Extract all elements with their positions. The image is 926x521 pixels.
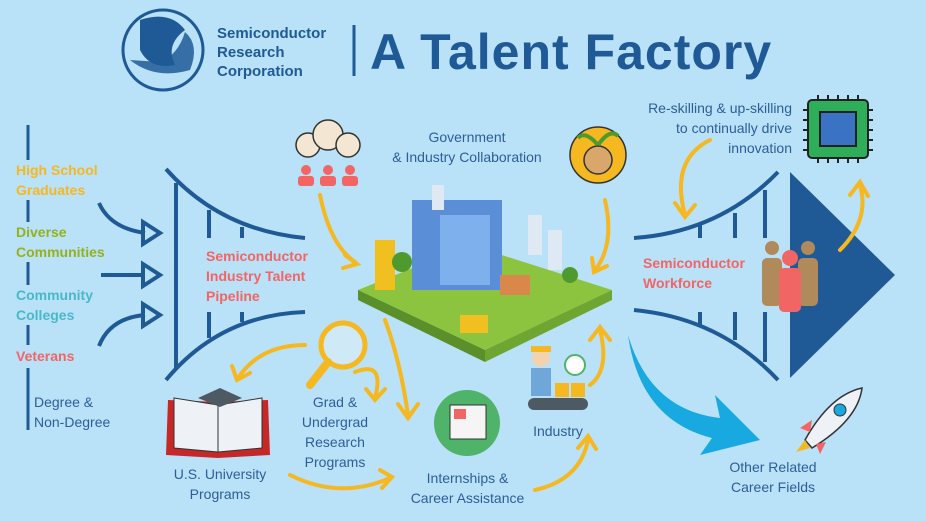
org-name-line: Semiconductor	[217, 25, 327, 42]
label-line: U.S. University	[173, 466, 267, 482]
label-line: Diverse	[16, 224, 67, 240]
government-collaboration-icon	[295, 119, 361, 186]
label-line: to continually drive	[676, 120, 792, 136]
label-line: Re-skilling & up-skilling	[648, 100, 792, 116]
label-line: Non-Degree	[34, 414, 111, 430]
flow-arrows	[230, 138, 870, 492]
open-book-graduation-icon	[166, 388, 270, 458]
label-line: Semiconductor	[643, 255, 745, 271]
label-line: Graduates	[16, 182, 86, 198]
label-line: High School	[16, 162, 98, 178]
workforce-funnel	[633, 170, 780, 382]
other-fields-arrow	[628, 335, 760, 455]
label-line: Career Assistance	[410, 490, 525, 506]
label-line: Community	[16, 287, 93, 303]
workforce-people-icon	[762, 241, 818, 312]
degree-note: Degree & Non-Degree	[34, 392, 110, 432]
chip-icon	[803, 95, 873, 163]
label-line: Communities	[16, 244, 105, 260]
label-line: Programs	[189, 486, 251, 502]
job-search-icon	[434, 390, 500, 456]
label-line: Workforce	[643, 275, 712, 291]
label-line: Grad &	[312, 394, 358, 410]
industry-worker-icon	[528, 346, 588, 410]
label-line: Industry Talent	[206, 268, 306, 284]
label-line: Research	[305, 434, 365, 450]
internships-label: Internships & Career Assistance	[400, 468, 535, 508]
org-name-line: Research	[217, 44, 285, 61]
label-line: innovation	[728, 140, 792, 156]
collaboration-label: Government & Industry Collaboration	[382, 127, 552, 167]
label-line: Colleges	[16, 307, 75, 323]
page-title: A Talent Factory	[370, 24, 773, 80]
input-arrows	[97, 202, 164, 347]
src-logo-icon	[121, 8, 205, 92]
label-line: Programs	[304, 454, 366, 470]
label-line: Government	[428, 129, 506, 145]
factory-illustration	[358, 185, 612, 362]
reskilling-label: Re-skilling & up-skilling to continually …	[640, 98, 792, 158]
org-name-line: Corporation	[217, 63, 303, 80]
label-line: Career Fields	[730, 479, 816, 495]
label-line: Semiconductor	[206, 248, 308, 264]
label-line: Internships &	[426, 470, 509, 486]
source-veterans: Veterans	[16, 348, 75, 364]
org-name: Semiconductor Research Corporation	[217, 24, 326, 81]
label-line: Degree &	[34, 394, 94, 410]
label-line: & Industry Collaboration	[392, 149, 542, 165]
output-triangle	[790, 172, 895, 378]
investment-gear-icon	[569, 126, 627, 184]
magnifier-icon	[306, 320, 368, 389]
pipeline-funnel	[164, 167, 306, 382]
label-line: Pipeline	[206, 288, 260, 304]
label-line: Undergrad	[301, 414, 369, 430]
rocket-icon	[796, 387, 863, 454]
industry-label: Industry	[533, 423, 583, 439]
label-line: Other Related	[729, 459, 817, 475]
